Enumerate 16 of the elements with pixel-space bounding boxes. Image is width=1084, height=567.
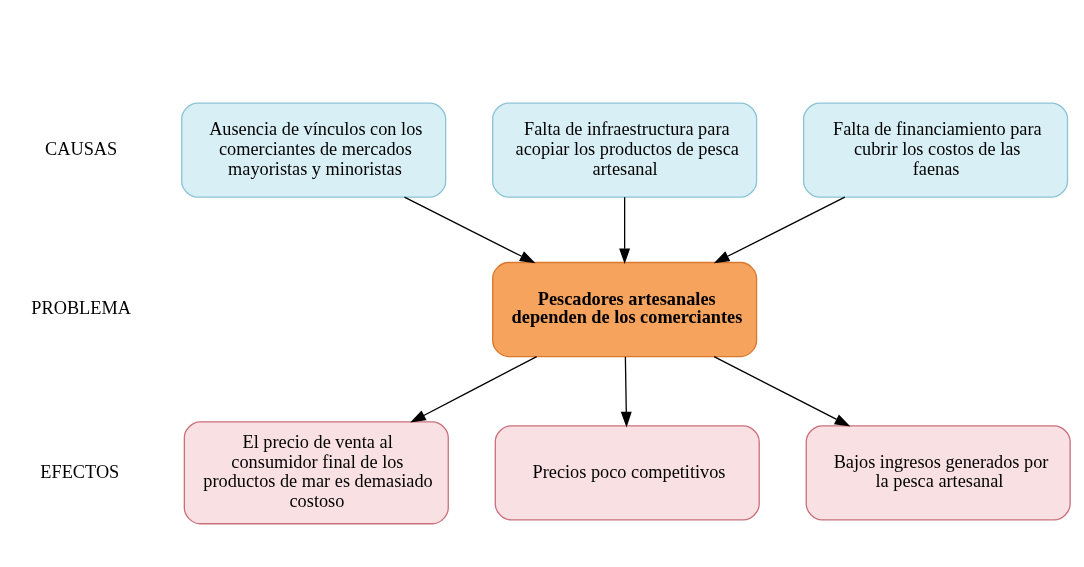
arrow (620, 355, 632, 427)
node-box: El precio de venta al consumidor final de los productos de mar es demasiado costoso (183, 420, 449, 524)
arrow (713, 196, 846, 263)
label: PROBLEMA (31, 297, 131, 318)
node-box: Pescadores artesanales dependen de los comerciantes (492, 261, 758, 357)
arrow (403, 196, 536, 263)
node-box: Bajos ingresos generados por la pesca artesanal (805, 424, 1071, 520)
label: EFECTOS (40, 461, 120, 482)
node-box: Falta de infraestructura para acopiar los productos de pesca artesanal (492, 101, 758, 198)
arrow (713, 355, 851, 427)
node-box: Falta de financiamiento para cubrir los costos de las faenas (802, 101, 1069, 198)
node-box: Ausencia de vínculos con los comerciantes de mercados mayoristas y minoristas (181, 101, 447, 198)
arrow (619, 196, 631, 264)
arrow (410, 355, 538, 423)
label: CAUSAS (45, 138, 118, 159)
node-box: Precios poco competitivos (494, 424, 760, 520)
